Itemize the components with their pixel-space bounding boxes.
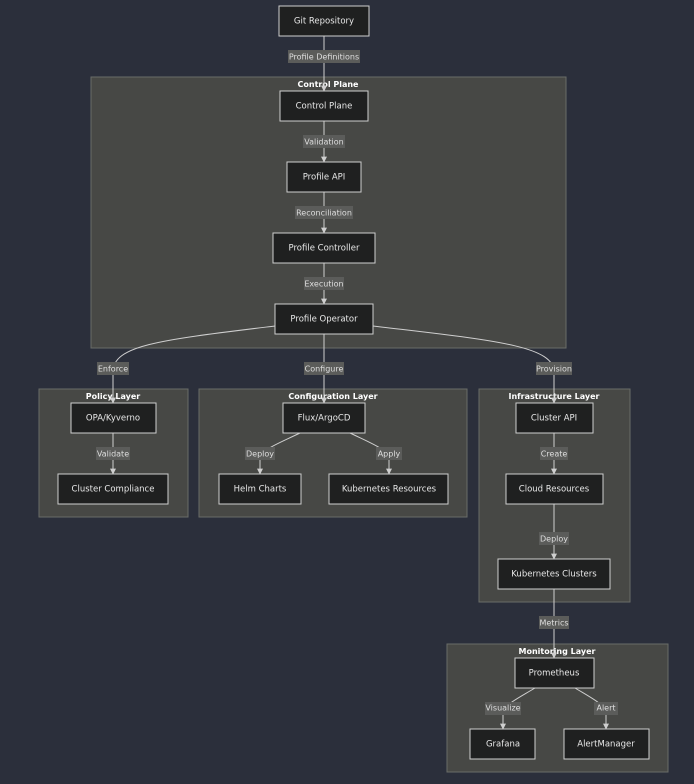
node-label-cloud-resources: Cloud Resources [519, 485, 590, 495]
cluster-title-configuration-layer: Configuration Layer [288, 392, 377, 401]
edge-flux-to-helm: Deploy [245, 432, 301, 475]
node-label-git-repository: Git Repository [294, 17, 354, 27]
edge-label-profile-definitions: Profile Definitions [289, 53, 359, 62]
edge-label-enforce: Enforce [98, 365, 128, 374]
node-profile-controller: Profile Controller [272, 232, 376, 264]
node-label-control-plane: Control Plane [296, 102, 353, 112]
node-label-profile-controller: Profile Controller [289, 244, 360, 254]
node-alertmanager: AlertManager [563, 728, 650, 760]
node-label-kubernetes-clusters: Kubernetes Clusters [511, 570, 597, 580]
node-label-grafana: Grafana [486, 740, 520, 750]
edge-label-configure: Configure [305, 365, 344, 374]
node-profile-operator: Profile Operator [274, 303, 374, 335]
node-control-plane: Control Plane [279, 90, 369, 122]
edge-label-create: Create [541, 450, 568, 459]
edge-prometheus-to-grafana: Visualize [485, 687, 536, 730]
node-label-helm-charts: Helm Charts [234, 485, 287, 495]
node-label-profile-api: Profile API [303, 173, 346, 183]
edge-cluster-api-to-cloud: Create [540, 433, 568, 475]
node-profile-api: Profile API [286, 161, 362, 193]
edge-label-metrics: Metrics [539, 619, 568, 628]
edge-operator-to-cluster-api: Provision [372, 325, 572, 404]
node-kubernetes-clusters: Kubernetes Clusters [497, 558, 611, 590]
edge-label-execution: Execution [304, 280, 343, 289]
node-cloud-resources: Cloud Resources [505, 473, 604, 505]
node-opa-kyverno: OPA/Kyverno [70, 402, 157, 434]
node-label-prometheus: Prometheus [529, 669, 580, 679]
edge-label-validate: Validate [97, 450, 129, 459]
edge-flux-to-k8s-resources: Apply [349, 432, 402, 475]
edge-label-apply: Apply [378, 450, 401, 459]
edge-operator-to-opa: Enforce [97, 325, 276, 404]
node-label-cluster-compliance: Cluster Compliance [72, 485, 155, 495]
edge-label-reconciliation: Reconciliation [296, 209, 352, 218]
edge-profile-api-to-controller: Reconciliation [295, 192, 353, 234]
node-git-repository: Git Repository [278, 5, 370, 37]
edge-prometheus-to-alertmanager: Alert [574, 687, 618, 730]
edge-controller-to-operator: Execution [304, 263, 344, 305]
node-label-profile-operator: Profile Operator [290, 315, 358, 325]
node-cluster-api: Cluster API [515, 402, 594, 434]
edge-label-validation: Validation [304, 138, 344, 147]
node-helm-charts: Helm Charts [218, 473, 302, 505]
edge-git-to-control-plane: Profile Definitions [288, 36, 360, 92]
edge-label-provision: Provision [536, 365, 572, 374]
edge-cloud-to-k8s-clusters: Deploy [539, 504, 569, 560]
edge-label-visualize: Visualize [485, 704, 520, 713]
cluster-title-control-plane: Control Plane [298, 80, 360, 89]
node-label-alertmanager: AlertManager [577, 740, 635, 750]
edge-opa-to-compliance: Validate [96, 433, 130, 475]
node-grafana: Grafana [469, 728, 536, 760]
node-kubernetes-resources: Kubernetes Resources [328, 473, 449, 505]
node-cluster-compliance: Cluster Compliance [57, 473, 169, 505]
node-label-opa-kyverno: OPA/Kyverno [86, 414, 140, 424]
edge-operator-to-flux: Configure [304, 334, 344, 404]
node-flux-argocd: Flux/ArgoCD [282, 402, 366, 434]
cluster-title-monitoring-layer: Monitoring Layer [519, 647, 596, 656]
edge-label-alert: Alert [596, 704, 615, 713]
edge-control-plane-to-profile-api: Validation [303, 121, 345, 163]
edge-label-deploy-clusters: Deploy [540, 535, 568, 544]
node-label-kubernetes-resources: Kubernetes Resources [342, 485, 437, 495]
node-prometheus: Prometheus [514, 657, 595, 689]
edge-k8s-clusters-to-prometheus: Metrics [539, 589, 569, 659]
node-label-cluster-api: Cluster API [531, 414, 577, 424]
node-label-flux-argocd: Flux/ArgoCD [298, 414, 351, 424]
edge-label-deploy-helm: Deploy [246, 450, 274, 459]
